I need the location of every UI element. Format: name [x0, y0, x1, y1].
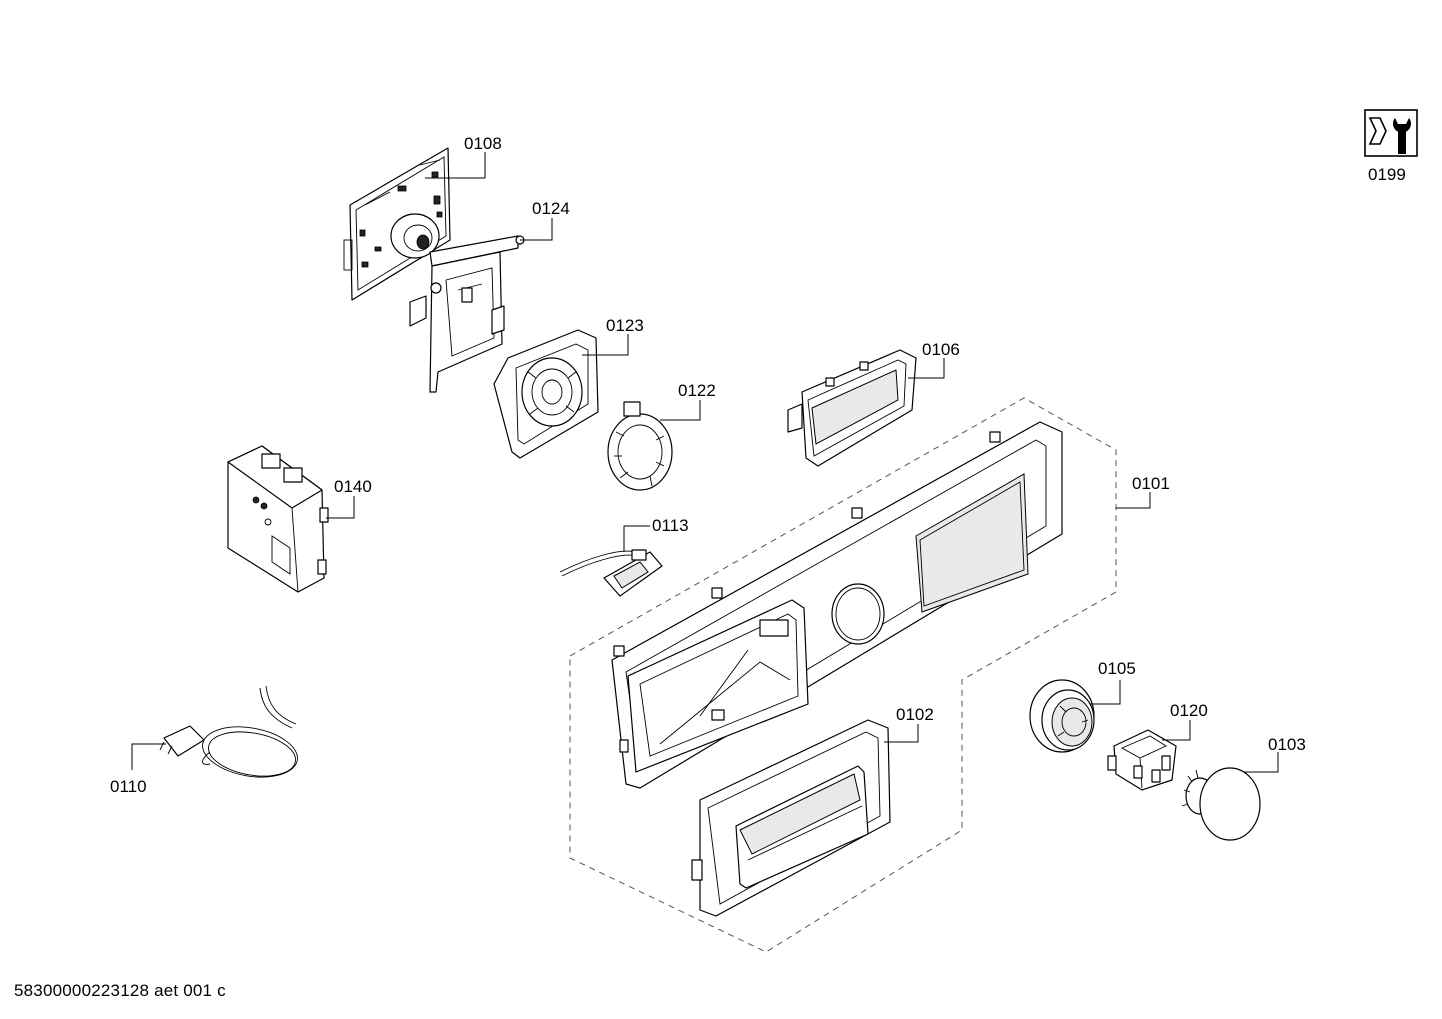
part-0123-holder [493, 329, 599, 459]
label-0122: 0122 [678, 381, 716, 400]
part-0108-control-board [343, 147, 451, 301]
part-0102-fascia [691, 719, 891, 917]
part-0113-cable [559, 549, 663, 597]
leader-0124 [520, 218, 553, 241]
wrench-nut-icon [1364, 109, 1418, 157]
group-0101-boundary [569, 397, 1117, 953]
label-0101: 0101 [1132, 474, 1170, 493]
drawing-code: 58300000223128 aet 001 c [14, 981, 226, 1000]
part-0122-ring [607, 401, 673, 491]
label-0106: 0106 [922, 340, 960, 359]
leader-0103 [1244, 752, 1279, 773]
label-0140: 0140 [334, 477, 372, 496]
part-0140-module [227, 445, 329, 593]
leader-0113 [623, 525, 650, 552]
label-0108: 0108 [464, 134, 502, 153]
label-0103: 0103 [1268, 735, 1306, 754]
label-0102: 0102 [896, 705, 934, 724]
part-0120-adapter [1107, 729, 1177, 791]
leader-0140 [326, 496, 355, 519]
label-0199: 0199 [1368, 165, 1406, 184]
part-0124-bracket [409, 235, 525, 393]
label-0124: 0124 [532, 199, 570, 218]
leader-0101 [1116, 492, 1151, 509]
label-0120: 0120 [1170, 701, 1208, 720]
label-0123: 0123 [606, 316, 644, 335]
leader-0123 [582, 334, 629, 356]
part-0110-power-cord [159, 685, 298, 778]
leader-0102 [884, 724, 919, 743]
part-0105-knob-ring [1029, 679, 1095, 753]
label-0110: 0110 [110, 777, 147, 796]
part-0103-knob-cap [1181, 767, 1261, 841]
leader-0105 [1090, 680, 1121, 705]
leader-0110 [131, 743, 166, 770]
label-0105: 0105 [1098, 659, 1136, 678]
leader-0108 [425, 152, 486, 179]
part-0106-display [787, 349, 917, 467]
label-0113: 0113 [652, 516, 689, 535]
part-0101-front-panel [611, 421, 1063, 789]
leader-0122 [660, 400, 701, 421]
leader-0120 [1162, 720, 1191, 741]
leader-0106 [908, 358, 945, 379]
